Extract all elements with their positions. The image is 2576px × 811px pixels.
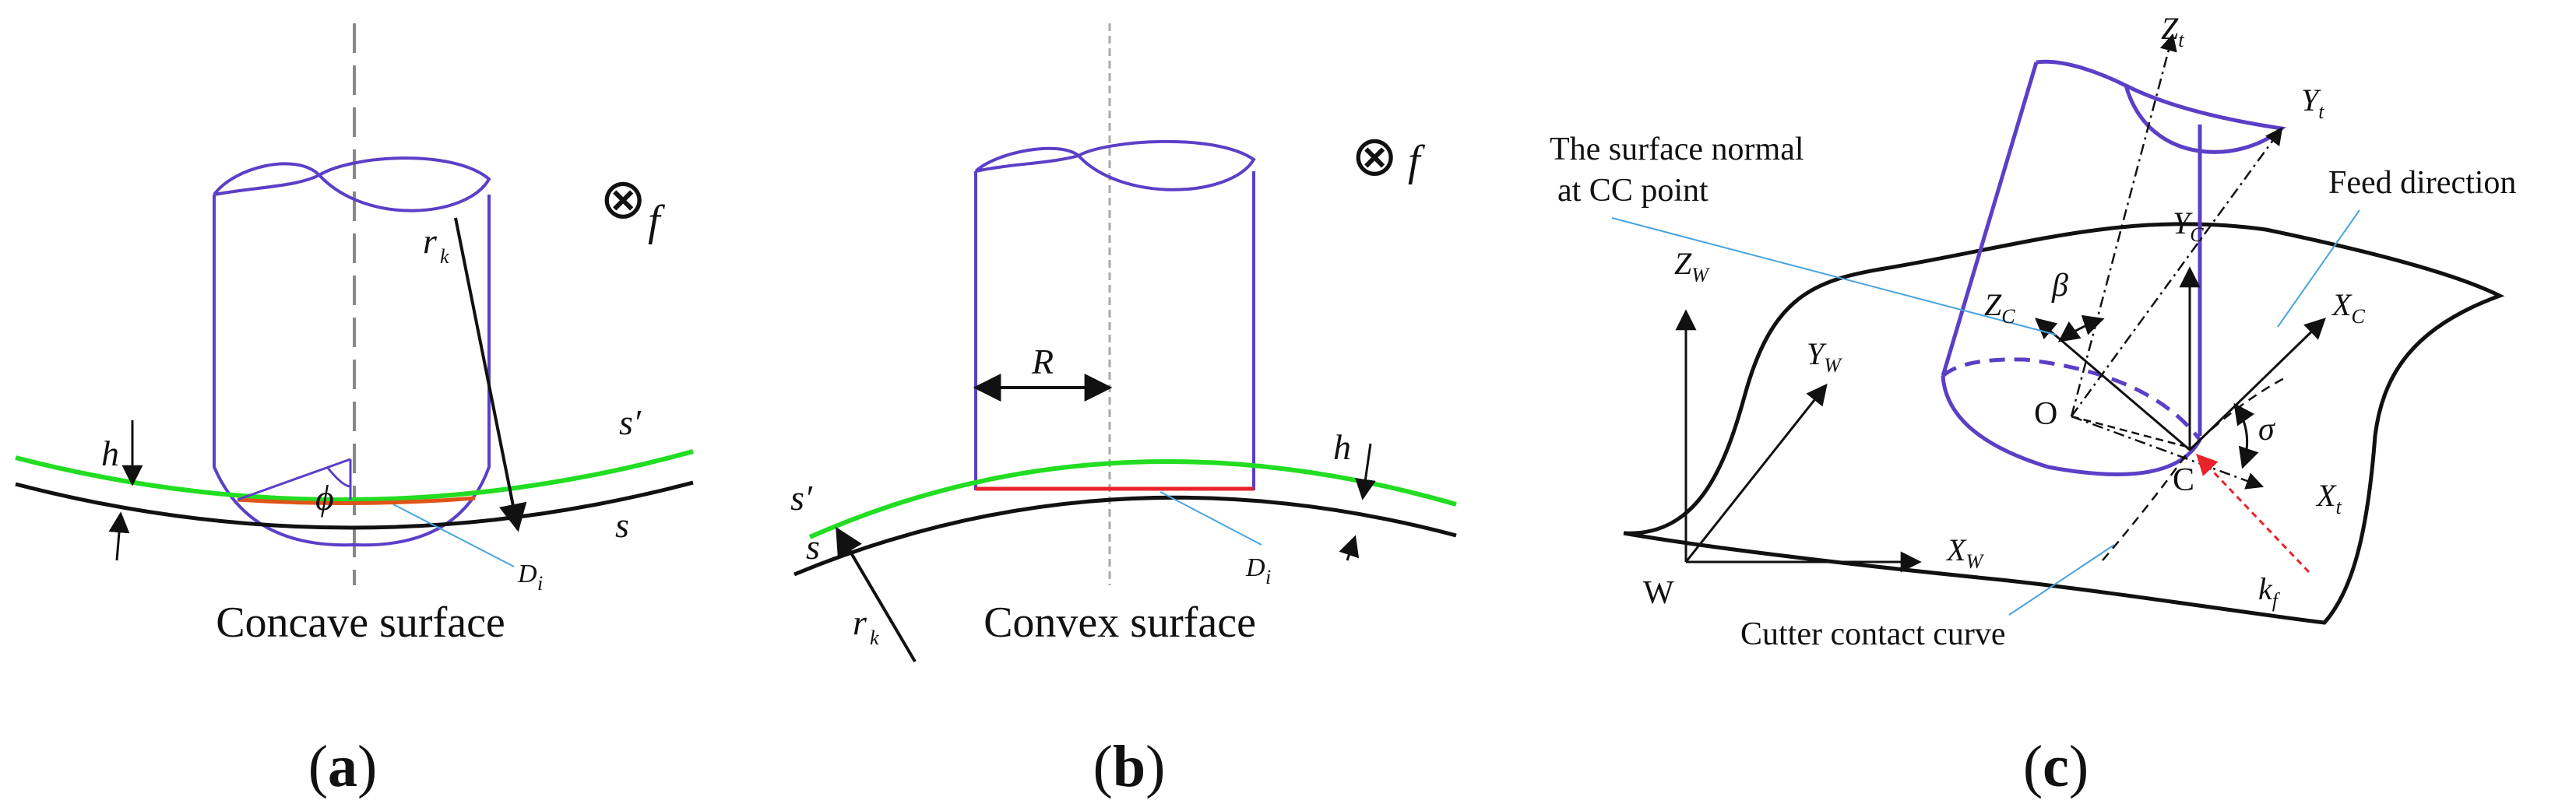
di-label-a: D [517, 560, 537, 588]
beta-arc [2057, 314, 2105, 342]
zt-axis [2070, 33, 2177, 417]
h-arrow-bot-a [108, 511, 130, 561]
panel-c: The surface normal at CC point Feed dire… [1550, 11, 2516, 799]
normal-leader [1611, 217, 2057, 335]
cutter-contact-curve-label: Cutter contact curve [1740, 616, 2006, 652]
panel-label-c: (c) [2023, 734, 2089, 799]
panel-label-a: (a) [308, 734, 378, 799]
di-sub-a: i [537, 572, 543, 595]
di-sub-b: i [1265, 566, 1271, 588]
cutter-body-a [213, 195, 491, 547]
panel-b: ⊗ f R s′ s h D i r k Convex surface (b) [790, 23, 1457, 799]
c-label: C [2173, 462, 2194, 498]
feed-letter-a: f [648, 197, 666, 245]
feed-direction-label: Feed direction [2328, 165, 2516, 201]
di-leader-b [1160, 491, 1262, 546]
cutter-top-c [2036, 59, 2286, 154]
yt-label: Yt [2301, 83, 2324, 123]
s-prime-label-b: s′ [790, 478, 813, 518]
zt-label: Zt [2161, 11, 2184, 51]
surface-s-a [15, 480, 694, 530]
cutter-body-c [1941, 61, 2202, 436]
sigma-label: σ [2258, 412, 2276, 448]
xt-label: Xt [2315, 478, 2342, 518]
yw-axis [1684, 383, 1828, 563]
offset-surface-a [15, 449, 694, 503]
feed-letter-b: f [1408, 137, 1426, 185]
cutter-bottom-solid [1941, 375, 2202, 476]
yc-label: YC [2173, 205, 2204, 246]
radius-sub-b: k [870, 627, 879, 649]
feed-leader [2277, 209, 2360, 328]
contact-chord-a [237, 496, 476, 506]
radius-label-b: r [853, 602, 867, 642]
zc-label: ZC [1984, 287, 2015, 328]
surface-patch [1623, 222, 2505, 625]
caption-a: Concave surface [216, 599, 505, 647]
caption-b: Convex surface [984, 599, 1256, 647]
s-prime-label-a: s′ [619, 402, 642, 442]
kf-arrow [2196, 454, 2310, 574]
xc-axis [2188, 318, 2326, 451]
cutter-contact-curve [2102, 376, 2286, 561]
di-label-b: D [1245, 553, 1265, 582]
feed-symbol-b: ⊗ [1351, 125, 1398, 188]
o-to-c [2071, 415, 2191, 449]
di-leader-a [392, 504, 515, 567]
beta-label: β [2051, 268, 2068, 304]
h-arrow-top-b [1355, 443, 1376, 500]
curve-leader [2008, 544, 2115, 616]
h-label-a: h [101, 434, 119, 473]
s-label-a: s [615, 505, 629, 545]
h-label-b: h [1333, 427, 1351, 467]
h-arrow-bot-b [1339, 535, 1360, 561]
zw-label: ZW [1674, 246, 1710, 286]
surface-s-b [794, 495, 1457, 577]
xc-label: XC [2331, 287, 2365, 328]
phi-arc [326, 466, 351, 488]
radius-sub-a: k [440, 245, 449, 268]
s-label-b: s [806, 527, 820, 567]
xt-axis [2071, 415, 2265, 490]
yw-label: YW [1807, 336, 1842, 377]
radius-arrow-a [454, 217, 527, 532]
normal-label-line2: at CC point [1557, 173, 1709, 209]
yt-axis [2070, 127, 2283, 417]
feed-symbol-a: ⊗ [600, 168, 646, 230]
cutter-body-b [974, 171, 1255, 490]
xw-label: XW [1945, 532, 1984, 573]
w-label: W [1643, 575, 1674, 611]
zc-axis [2034, 318, 2191, 451]
panel-a: ⊗ f r k s′ s h ϕ D i Concave surface (a) [15, 23, 694, 799]
sigma-arc [2233, 402, 2259, 469]
kf-label: kf [2258, 571, 2281, 612]
o-label: O [2034, 396, 2057, 432]
normal-label-line1: The surface normal [1550, 132, 1804, 167]
radius-label-a: r [423, 221, 438, 261]
r-label-b: R [1031, 342, 1054, 381]
phi-label-a: ϕ [315, 478, 334, 518]
phi-line-1 [237, 458, 351, 501]
panel-label-b: (b) [1093, 734, 1166, 799]
cutter-top-b [974, 139, 1256, 191]
cutter-bottom-dashed [1941, 357, 2201, 441]
radius-arrow-b [836, 526, 917, 663]
cutter-top-a [213, 156, 491, 212]
